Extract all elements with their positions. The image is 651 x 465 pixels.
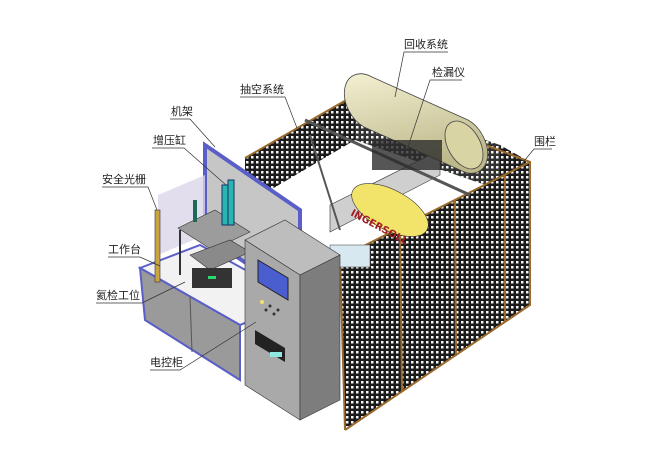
label-leak-detector: 检漏仪 xyxy=(432,66,465,79)
label-recovery-system: 回收系统 xyxy=(404,38,448,51)
label-booster-cylinder: 增压缸 xyxy=(153,134,186,147)
label-control-cabinet: 电控柜 xyxy=(150,356,183,369)
label-frame: 机架 xyxy=(171,105,193,118)
recovery-system: INGERSOLL xyxy=(304,118,471,268)
label-helium-test-station: 氦检工位 xyxy=(96,289,140,302)
tank xyxy=(343,73,489,174)
label-vacuum-system: 抽空系统 xyxy=(240,83,284,96)
safety-light-curtain xyxy=(154,209,161,283)
label-safety-light-curtain: 安全光栅 xyxy=(102,173,146,186)
leader-lines xyxy=(96,51,552,371)
label-workbench: 工作台 xyxy=(108,243,141,256)
control-cabinet xyxy=(244,219,341,421)
label-fence: 围栏 xyxy=(534,135,556,148)
